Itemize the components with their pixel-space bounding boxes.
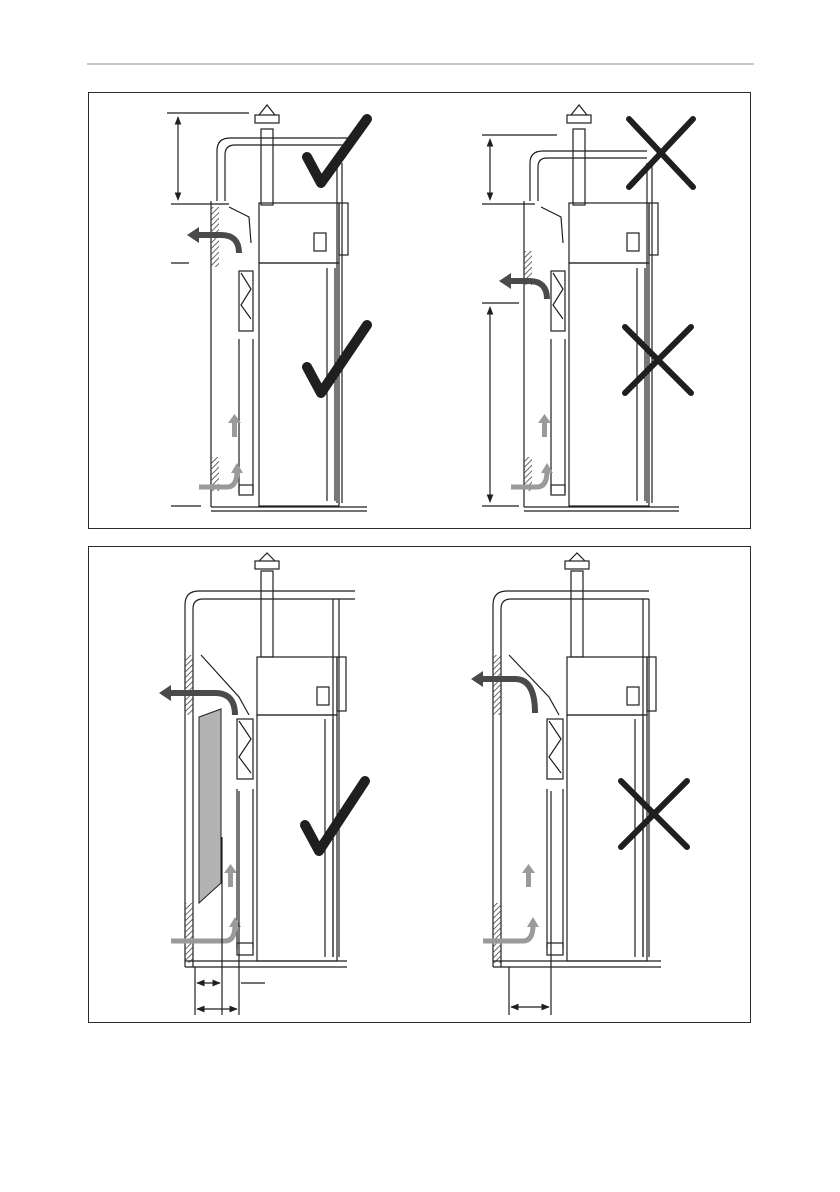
header-rule [87, 63, 754, 65]
bottom-panel-drawing [89, 547, 752, 1024]
cross-icon [621, 781, 687, 847]
clearance-dimension-top-left [167, 113, 249, 506]
cross-icon [625, 327, 691, 393]
check-icon [305, 781, 365, 851]
airflow-arrows-right [499, 273, 553, 487]
clearance-dimension-top-right [482, 135, 557, 506]
airflow-arrows-bottom-right [471, 671, 539, 941]
unit-left-correct [211, 105, 367, 511]
cross-icon [629, 119, 693, 187]
unit-right-incorrect [524, 105, 679, 511]
installation-clearance-panel-bottom [88, 546, 751, 1023]
installation-clearance-panel-top [88, 92, 751, 529]
clearance-dimension-bottom-right [509, 791, 551, 1015]
unit-bottom-right-incorrect [493, 553, 661, 967]
recess-shading [199, 709, 221, 903]
top-panel-drawing [89, 93, 752, 530]
